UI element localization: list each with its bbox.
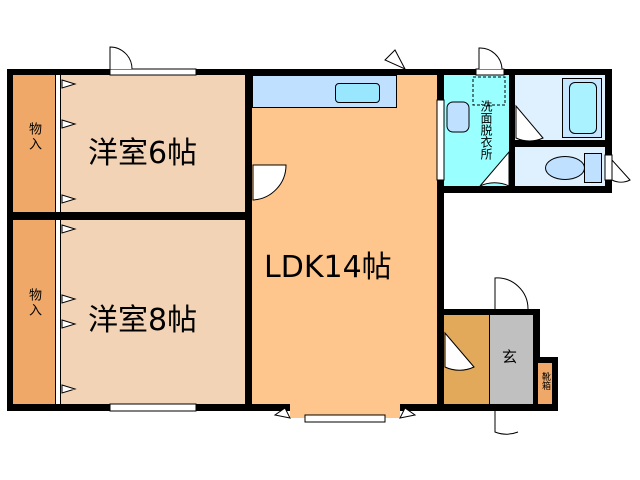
- door-swing: [444, 331, 475, 371]
- door-swing: [611, 158, 631, 183]
- room-western-6: [61, 75, 245, 212]
- label-washroom: 洗面脱衣所: [479, 100, 493, 160]
- wall: [489, 315, 490, 404]
- room-entrance: [489, 315, 533, 404]
- wall: [533, 363, 538, 404]
- wall: [533, 309, 540, 363]
- door-swing: [494, 277, 529, 310]
- washbasin: [446, 101, 470, 133]
- sliding-door-marker: [61, 79, 77, 394]
- door-swing: [109, 46, 133, 70]
- wall: [552, 357, 558, 411]
- label-closet-upper: 物入: [26, 122, 41, 152]
- toilet-tank: [584, 153, 602, 183]
- wall: [437, 69, 612, 75]
- room-western-8: [61, 220, 245, 404]
- label-western-6: 洋室6帖: [88, 136, 198, 171]
- wall: [245, 75, 252, 405]
- tub-basin: [569, 82, 597, 134]
- window: [475, 68, 505, 76]
- kitchen-sink: [335, 83, 380, 103]
- label-entrance: 玄: [502, 348, 518, 366]
- label-shoe-box: 靴箱: [540, 372, 550, 390]
- wall: [437, 186, 612, 193]
- wall: [533, 357, 558, 363]
- closet-lower: [13, 220, 55, 404]
- wall: [7, 69, 13, 411]
- wall: [437, 309, 540, 315]
- door-swing: [399, 407, 417, 419]
- wall: [509, 75, 515, 186]
- window: [604, 154, 613, 181]
- wall: [400, 404, 552, 411]
- closet-upper: [13, 75, 55, 212]
- toilet-bowl: [545, 156, 585, 180]
- wall: [515, 140, 605, 147]
- washer-space: [472, 76, 506, 106]
- closet-sliding-door[interactable]: [55, 220, 61, 404]
- window: [304, 414, 386, 423]
- door-swing: [252, 164, 287, 201]
- label-closet-lower: 物入: [26, 288, 41, 318]
- window: [109, 403, 197, 412]
- label-western-8: 洋室8帖: [88, 303, 198, 338]
- door-swing: [494, 411, 519, 435]
- door-swing: [273, 407, 291, 419]
- shoe-box: [538, 363, 552, 404]
- room-ldk: [252, 75, 437, 404]
- window: [109, 68, 197, 76]
- wall: [7, 69, 437, 75]
- door-swing: [478, 47, 503, 70]
- door-swing: [479, 150, 510, 187]
- closet-sliding-door[interactable]: [55, 75, 61, 212]
- door-swing: [384, 49, 407, 71]
- window: [436, 99, 445, 181]
- wall: [437, 69, 444, 411]
- wall: [13, 212, 252, 220]
- door-swing: [515, 104, 544, 142]
- wall: [605, 69, 612, 193]
- label-ldk: LDK14帖: [264, 250, 392, 285]
